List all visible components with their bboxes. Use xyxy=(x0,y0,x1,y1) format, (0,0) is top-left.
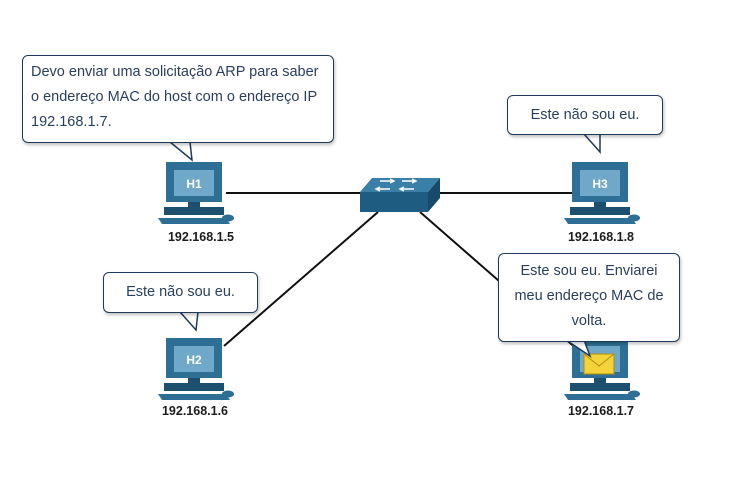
h3-speech-bubble: Este não sou eu. xyxy=(507,95,663,135)
h3-bubble-tail xyxy=(582,133,601,154)
switch-icon xyxy=(360,178,440,212)
envelope-icon xyxy=(583,353,615,375)
h1-bubble-tail xyxy=(167,141,193,162)
h4-speech-bubble: Este sou eu. Enviarei meu endereço MAC d… xyxy=(498,253,680,342)
h2-speech-bubble: Este não sou eu. xyxy=(103,272,258,313)
h1-speech-bubble: Devo enviar uma solicitação ARP para sab… xyxy=(22,55,334,143)
h4-ip-address: 192.168.1.7 xyxy=(567,404,635,418)
h2-label: H2 xyxy=(186,353,202,367)
h1-bubble-text: Devo enviar uma solicitação ARP para sab… xyxy=(31,64,319,130)
h2-bubble-text: Este não sou eu. xyxy=(126,284,235,300)
h2-computer-icon: H2 xyxy=(158,338,234,400)
h3-computer-icon: H3 xyxy=(564,162,640,224)
h2-ip-address: 192.168.1.6 xyxy=(161,404,229,418)
h1-label: H1 xyxy=(186,177,202,191)
h3-label: H3 xyxy=(592,177,608,191)
h4-computer-icon xyxy=(564,338,640,400)
h4-bubble-text: Este sou eu. Enviarei meu endereço MAC d… xyxy=(514,263,664,329)
h3-bubble-text: Este não sou eu. xyxy=(530,107,640,123)
h1-ip-address: 192.168.1.5 xyxy=(167,230,235,244)
h3-ip-address: 192.168.1.8 xyxy=(567,230,635,244)
link-switch-h2 xyxy=(223,211,379,347)
h1-computer-icon: H1 xyxy=(158,162,234,224)
h2-bubble-tail xyxy=(178,311,199,332)
